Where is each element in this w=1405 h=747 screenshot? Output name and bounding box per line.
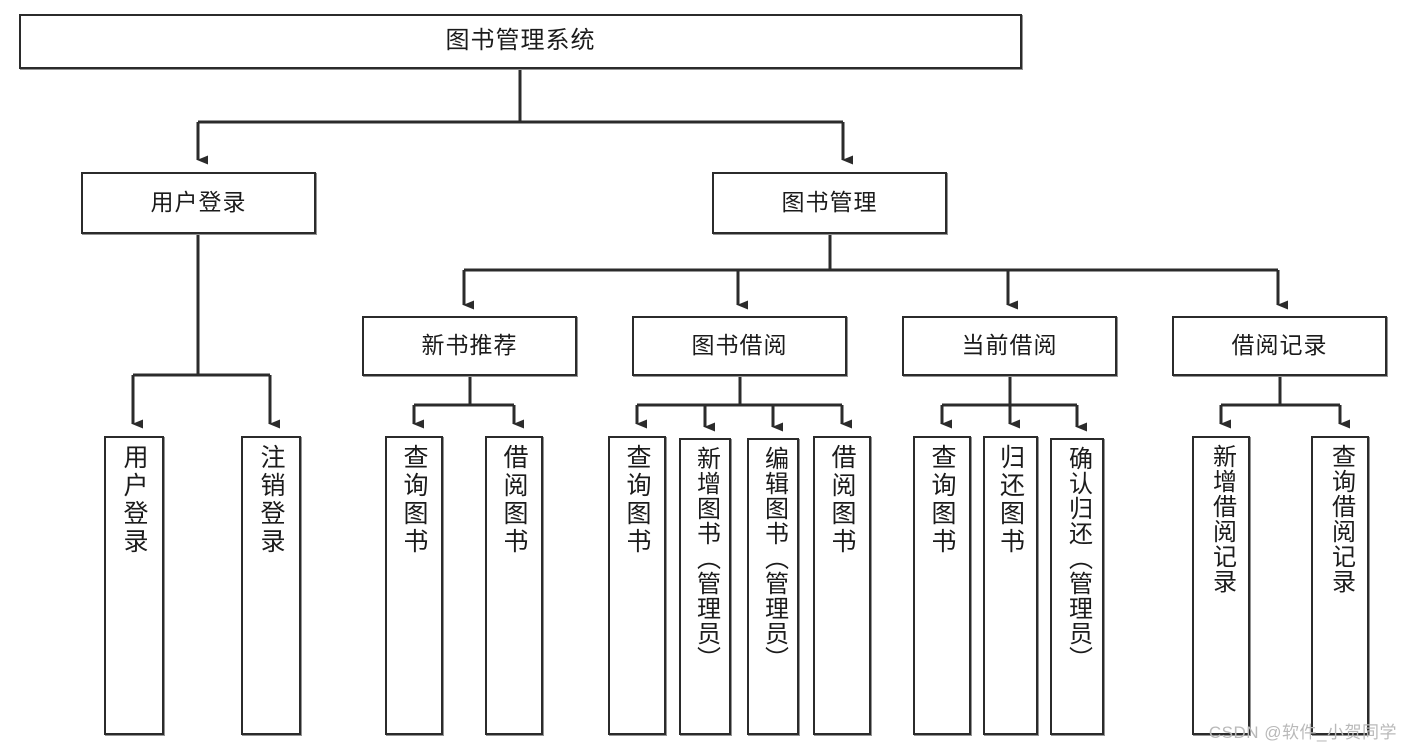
leaf-add-book-admin[interactable]: 新增图书（管理员）: [679, 438, 731, 735]
leaf-query-borrow-record[interactable]: 查询借阅记录: [1311, 436, 1369, 735]
leaf-label: 归还图书: [996, 444, 1025, 556]
leaf-add-borrow-record[interactable]: 新增借阅记录: [1192, 436, 1250, 735]
node-label: 新书推荐: [421, 332, 518, 359]
leaf-confirm-return-admin[interactable]: 确认归还（管理员）: [1050, 438, 1104, 735]
leaf-edit-book-admin[interactable]: 编辑图书（管理员）: [747, 438, 799, 735]
leaf-label: 注销登录: [257, 444, 285, 556]
node-book-management[interactable]: 图书管理: [712, 172, 947, 234]
node-book-borrow[interactable]: 图书借阅: [632, 316, 847, 376]
node-root-system[interactable]: 图书管理系统: [19, 14, 1022, 69]
leaf-return-book[interactable]: 归还图书: [983, 436, 1038, 735]
node-label: 用户登录: [150, 189, 247, 216]
leaf-label: 确认归还（管理员）: [1064, 446, 1092, 671]
leaf-query-book-borrow[interactable]: 查询图书: [608, 436, 666, 735]
leaf-query-book-current[interactable]: 查询图书: [913, 436, 971, 735]
node-label: 图书管理系统: [445, 27, 596, 55]
node-label: 借阅记录: [1231, 332, 1328, 359]
leaf-label: 查询借阅记录: [1327, 444, 1355, 594]
leaf-label: 查询图书: [623, 444, 651, 556]
leaf-label: 借阅图书: [500, 444, 528, 556]
leaf-logout[interactable]: 注销登录: [241, 436, 301, 735]
leaf-label: 编辑图书（管理员）: [760, 446, 788, 671]
leaf-label: 新增借阅记录: [1208, 444, 1236, 594]
node-user-login[interactable]: 用户登录: [81, 172, 316, 234]
leaf-label: 查询图书: [400, 444, 428, 556]
leaf-borrow-book[interactable]: 借阅图书: [813, 436, 871, 735]
node-current-borrow[interactable]: 当前借阅: [902, 316, 1117, 376]
leaf-label: 用户登录: [120, 444, 148, 556]
leaf-borrow-book-newbook[interactable]: 借阅图书: [485, 436, 543, 735]
node-borrow-record[interactable]: 借阅记录: [1172, 316, 1387, 376]
node-label: 当前借阅: [961, 332, 1058, 359]
leaf-query-book-newbook[interactable]: 查询图书: [385, 436, 443, 735]
leaf-user-login[interactable]: 用户登录: [104, 436, 164, 735]
leaf-label: 查询图书: [928, 444, 956, 556]
node-new-book-recommend[interactable]: 新书推荐: [362, 316, 577, 376]
leaf-label: 借阅图书: [828, 444, 856, 556]
node-label: 图书借阅: [691, 332, 788, 359]
leaf-label: 新增图书（管理员）: [692, 446, 720, 671]
node-label: 图书管理: [781, 189, 878, 216]
watermark: CSDN @软件_小贺同学: [1208, 723, 1397, 742]
